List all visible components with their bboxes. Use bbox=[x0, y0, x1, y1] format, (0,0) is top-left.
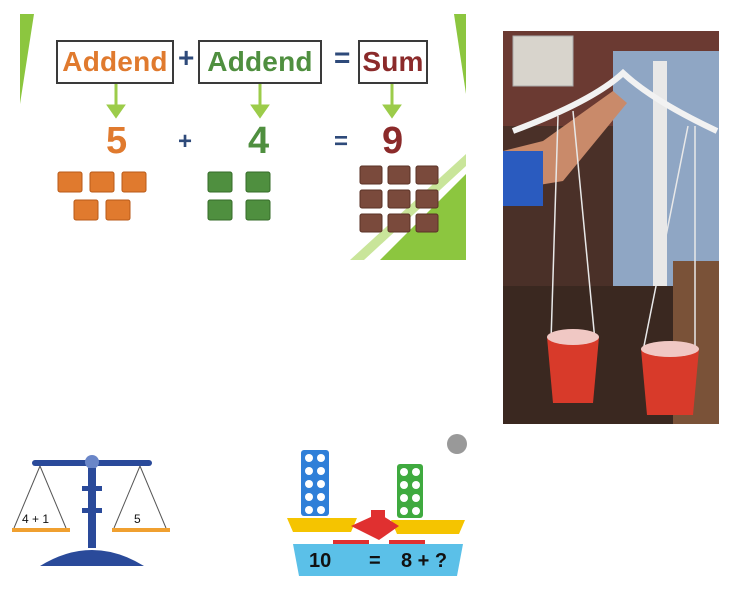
pan-left bbox=[287, 518, 357, 532]
tower-right bbox=[397, 464, 423, 518]
right-pan-label: 5 bbox=[134, 512, 141, 526]
block-orange bbox=[121, 171, 147, 193]
equals-sign-bottom: = bbox=[334, 128, 349, 155]
balance-left-text: 10 bbox=[309, 550, 332, 572]
equals-sign-top: = bbox=[334, 42, 351, 73]
block-green bbox=[245, 199, 271, 221]
left-pan-label: 4 + 1 bbox=[22, 512, 50, 526]
scale-base bbox=[40, 550, 144, 566]
addend-right-label: Addend bbox=[198, 40, 322, 84]
balance-equals: = bbox=[369, 550, 381, 572]
arrow-left-head bbox=[106, 104, 126, 119]
addend-sum-diagram: Addend + Addend = Sum 5 + 4 = 9 bbox=[20, 14, 466, 260]
block-orange bbox=[73, 199, 99, 221]
block-brown bbox=[359, 189, 383, 209]
number-five: 5 bbox=[106, 120, 128, 162]
block-brown bbox=[415, 189, 439, 209]
right-pan bbox=[112, 528, 170, 532]
block-brown bbox=[359, 213, 383, 233]
block-green bbox=[207, 171, 233, 193]
balance-right-text: 8 + ? bbox=[401, 550, 448, 572]
block-brown bbox=[387, 189, 411, 209]
sum-label: Sum bbox=[358, 40, 428, 84]
block-orange bbox=[89, 171, 115, 193]
photo-illustration bbox=[503, 31, 719, 424]
block-brown bbox=[387, 213, 411, 233]
number-nine: 9 bbox=[382, 120, 404, 162]
balance-base bbox=[293, 544, 463, 576]
scale-diagram: 4 + 1 5 bbox=[12, 448, 174, 572]
pan-right bbox=[391, 520, 465, 534]
addend-left-label: Addend bbox=[56, 40, 174, 84]
arrow-right-head bbox=[382, 104, 402, 119]
block-green bbox=[245, 171, 271, 193]
balance-graphic bbox=[287, 434, 467, 576]
diagram-background bbox=[20, 14, 466, 260]
block-brown bbox=[359, 165, 383, 185]
block-orange bbox=[57, 171, 83, 193]
balance-scale-photo bbox=[503, 31, 719, 424]
block-brown bbox=[415, 213, 439, 233]
arrow-middle-head bbox=[250, 104, 270, 119]
scale-graphic bbox=[12, 455, 170, 566]
left-pan bbox=[12, 528, 70, 532]
number-balance-diagram: 10 = 8 + ? bbox=[285, 430, 471, 580]
block-green bbox=[207, 199, 233, 221]
plus-sign-top: + bbox=[178, 42, 195, 73]
number-four: 4 bbox=[248, 120, 270, 162]
balance-beam bbox=[351, 516, 399, 540]
block-brown bbox=[387, 165, 411, 185]
scale-pivot bbox=[85, 455, 99, 469]
plus-sign-bottom: + bbox=[178, 128, 193, 155]
block-orange bbox=[105, 199, 131, 221]
corner-accent-left bbox=[20, 14, 34, 104]
block-brown bbox=[415, 165, 439, 185]
corner-circle-icon bbox=[447, 434, 467, 454]
corner-accent-right bbox=[454, 14, 466, 94]
